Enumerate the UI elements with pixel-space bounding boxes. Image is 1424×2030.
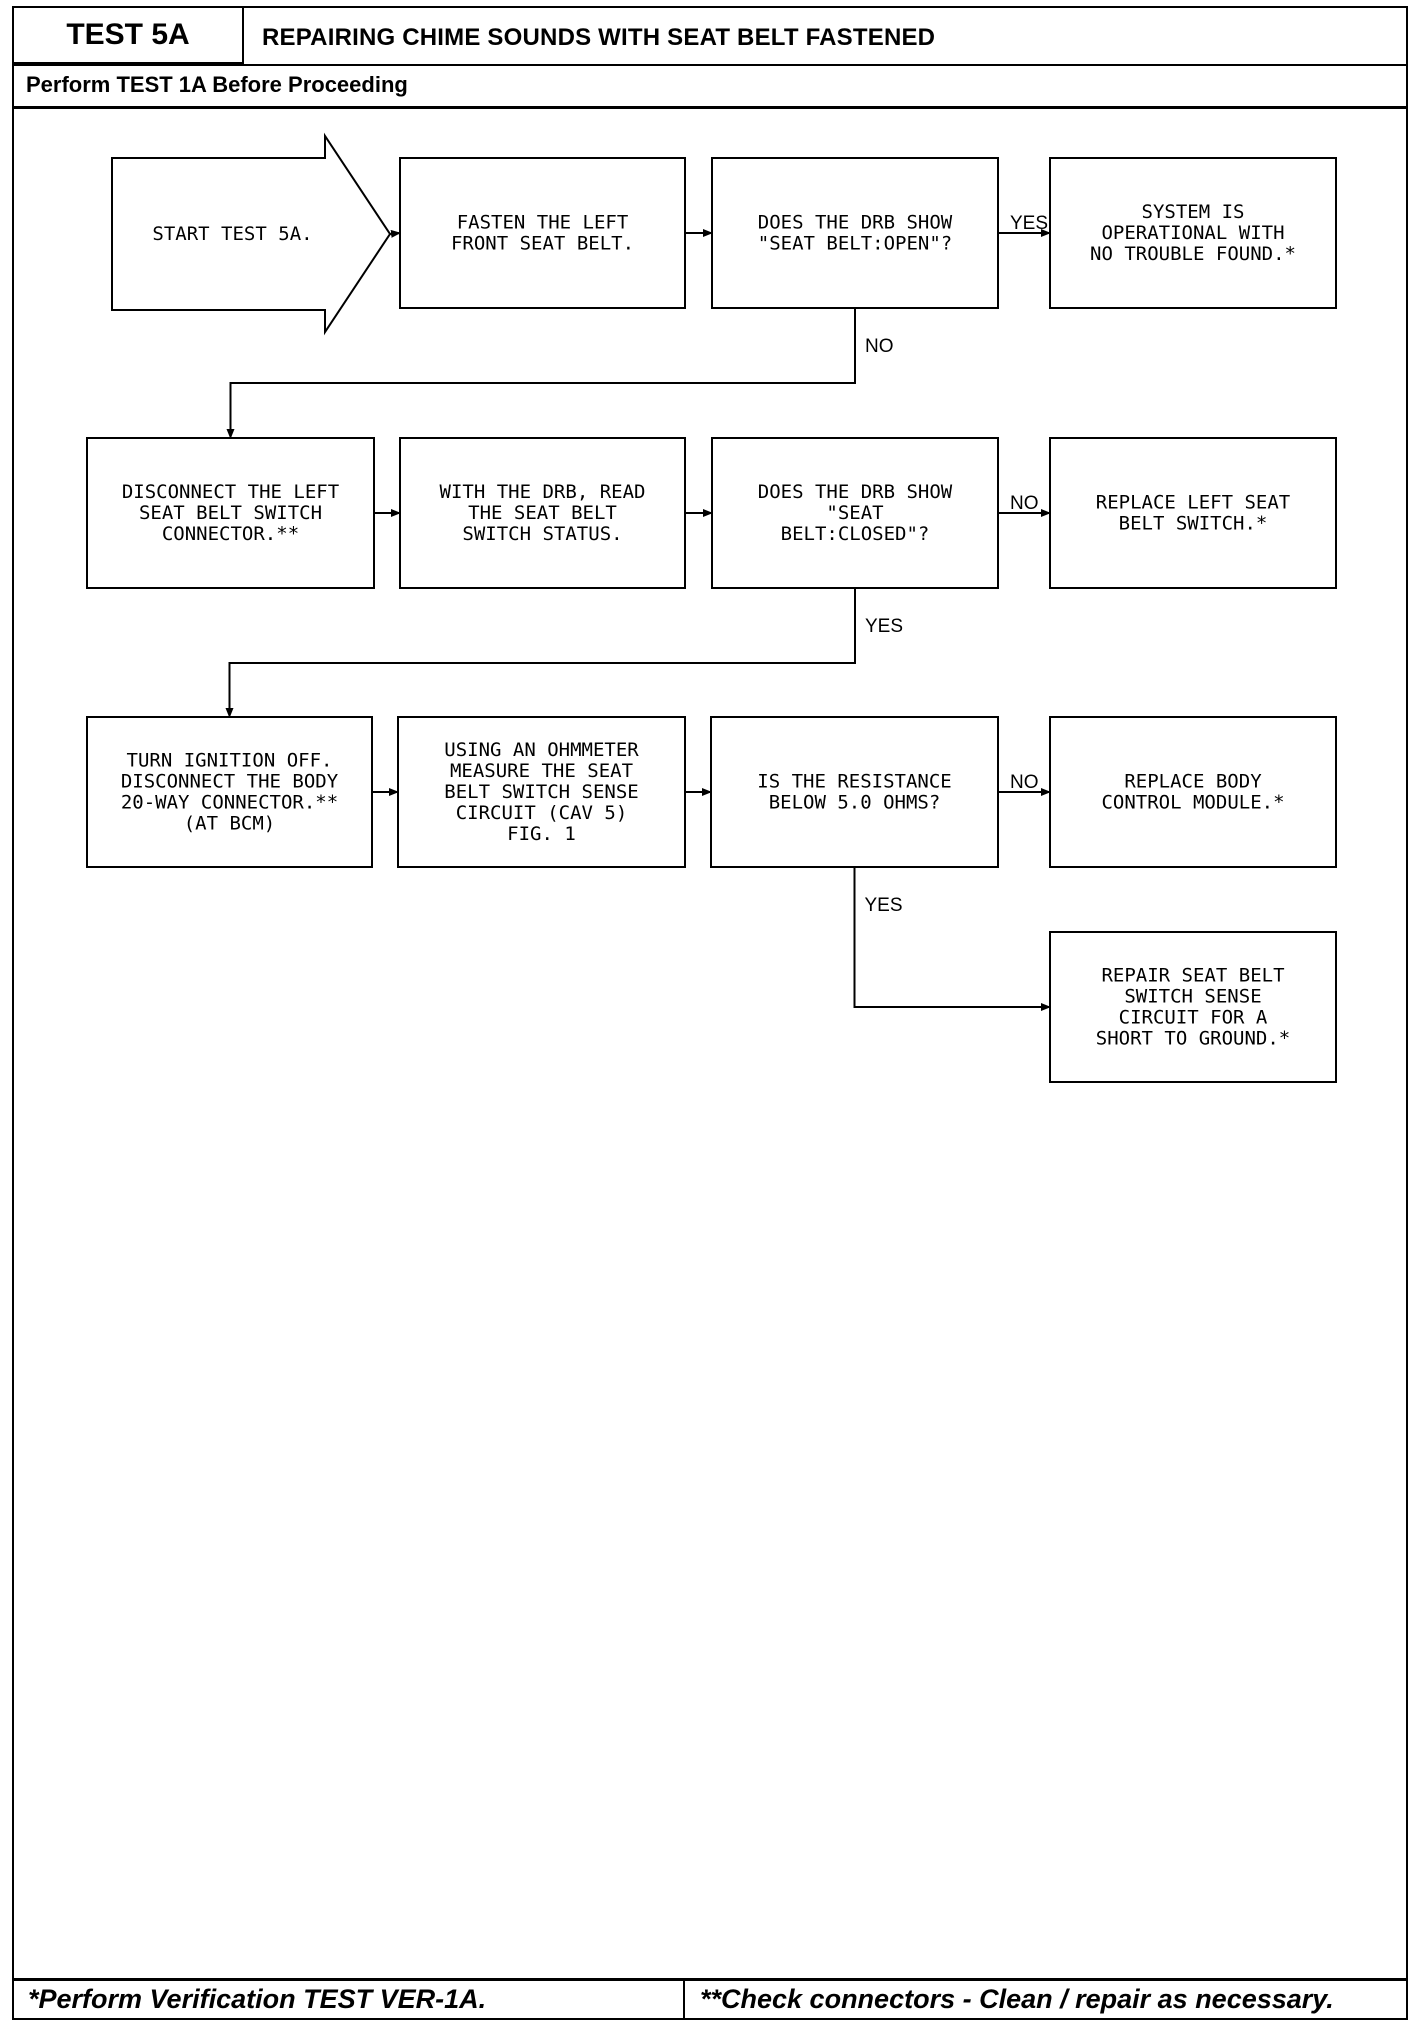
flow-node-text: DISCONNECT THE BODY (121, 771, 339, 793)
flow-edge-label: YES (865, 616, 903, 637)
subheader-divider (12, 106, 1408, 109)
flow-node-q-open: DOES THE DRB SHOW"SEAT BELT:OPEN"? (711, 157, 999, 309)
flow-node-box (86, 437, 375, 589)
flow-node-text: FIG. 1 (507, 823, 576, 845)
flow-node-text: REPAIR SEAT BELT (1101, 965, 1284, 987)
test-title: REPAIRING CHIME SOUNDS WITH SEAT BELT FA… (262, 24, 936, 51)
flow-edge-label: YES (1010, 213, 1048, 234)
flow-node-box (1049, 157, 1337, 309)
flow-edge-start-to-fasten (389, 229, 401, 238)
flow-node-text: FRONT SEAT BELT. (451, 233, 634, 255)
flow-node-text: CIRCUIT FOR A (1119, 1007, 1268, 1029)
flow-node-text: FASTEN THE LEFT (457, 212, 629, 234)
footer-separator (683, 1978, 685, 2020)
flow-node-text: REPLACE BODY (1124, 771, 1262, 793)
prerequisite-note: Perform TEST 1A Before Proceeding (26, 72, 408, 97)
flow-node-text: WITH THE DRB, READ (440, 481, 646, 503)
flow-node-text: CONTROL MODULE.* (1101, 792, 1284, 814)
test-id: TEST 5A (66, 18, 190, 51)
flow-node-text: THE SEAT BELT (468, 502, 617, 524)
flow-node-text: DOES THE DRB SHOW (758, 212, 953, 234)
flow-node-text: CONNECTOR.** (162, 523, 299, 545)
flow-node-text: BELT:CLOSED"? (781, 523, 930, 545)
flow-node-text: OPERATIONAL WITH (1101, 222, 1284, 244)
flow-node-text: USING AN OHMMETER (444, 739, 639, 761)
flow-edge-q-closed-to-ignition-off (225, 588, 856, 718)
flow-node-text: (AT BCM) (184, 813, 276, 835)
flow-edges: YES NO NO YES NO YES (225, 213, 1051, 1011)
flow-node-text: BELOW 5.0 OHMS? (769, 792, 941, 814)
flow-edge-label: YES (865, 895, 903, 916)
flow-node-text: SEAT BELT SWITCH (139, 502, 322, 524)
flow-edge-q-resistance-to-repair-circuit (853, 867, 1051, 1011)
flow-node-text: "SEAT (826, 502, 883, 524)
flow-node-text: NO TROUBLE FOUND.* (1090, 243, 1296, 265)
flow-node-text: 20-WAY CONNECTOR.** (121, 792, 338, 814)
flow-node-text: DISCONNECT THE LEFT (122, 481, 339, 503)
flow-node-text: IS THE RESISTANCE (757, 771, 951, 793)
flow-node-box (710, 716, 999, 868)
flow-node-box (711, 157, 999, 309)
flow-node-box (1049, 437, 1337, 589)
flow-node-text: SWITCH STATUS. (462, 523, 622, 545)
flow-edge-label: NO (1010, 493, 1039, 514)
flow-node-box (711, 437, 999, 589)
connector-note: **Check connectors - Clean / repair as n… (700, 1984, 1334, 2014)
flow-edge-label: NO (865, 336, 894, 357)
flow-node-start: START TEST 5A. (111, 132, 392, 336)
flow-node-box (1049, 931, 1337, 1083)
flow-edge-q-open-to-disconnect-switch (226, 308, 856, 439)
flow-node-box (1049, 716, 1337, 868)
page-frame (12, 6, 1408, 2020)
flow-node-ignition-off: TURN IGNITION OFF.DISCONNECT THE BODY20-… (86, 716, 373, 868)
flow-node-text: TURN IGNITION OFF. (127, 750, 333, 772)
flow-node-text: SHORT TO GROUND.* (1096, 1028, 1290, 1050)
footer-divider (12, 1978, 1408, 1981)
test-id-box: TEST 5A (12, 6, 244, 64)
flow-node-text: MEASURE THE SEAT (450, 760, 633, 782)
header-divider (12, 64, 1408, 66)
flow-node-box (397, 716, 686, 868)
flow-node-text: BELT SWITCH SENSE (444, 781, 638, 803)
flow-node-text: START TEST 5A. (152, 223, 312, 245)
flow-node-text: CIRCUIT (CAV 5) (456, 802, 628, 824)
flow-node-text: SYSTEM IS (1142, 201, 1245, 223)
flow-node-box (399, 157, 686, 309)
flow-node-text: "SEAT BELT:OPEN"? (758, 233, 952, 255)
flow-node-text: DOES THE DRB SHOW (758, 481, 953, 503)
flow-node-box (86, 716, 373, 868)
verification-note: *Perform Verification TEST VER-1A. (28, 1984, 487, 2014)
flow-node-shape (111, 132, 392, 336)
flow-node-text: SWITCH SENSE (1124, 986, 1261, 1008)
flow-edge-label: NO (1010, 772, 1039, 793)
flow-node-text: BELT SWITCH.* (1119, 513, 1268, 535)
flow-node-box (399, 437, 686, 589)
flow-node-text: REPLACE LEFT SEAT (1096, 492, 1290, 514)
